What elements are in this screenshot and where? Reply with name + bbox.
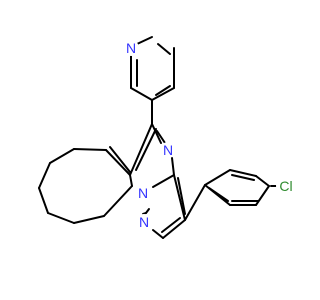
single-bond xyxy=(73,148,107,151)
single-bond xyxy=(136,36,153,45)
atom-bridgehead-n: N xyxy=(135,185,151,201)
molecule-structure: N N N N Cl xyxy=(38,36,296,239)
single-bond xyxy=(151,123,162,144)
bond-layer xyxy=(38,36,279,239)
single-bond xyxy=(130,87,153,101)
single-bond xyxy=(49,148,75,164)
atom-background xyxy=(276,176,296,196)
atom-pyridine-n: N xyxy=(123,40,139,56)
pyridine-nitrogen-label: N xyxy=(126,40,136,56)
double-bond-inner xyxy=(231,174,255,181)
atom-background xyxy=(136,214,152,230)
single-bond xyxy=(47,212,75,224)
pyrazole-nitrogen-label: N xyxy=(139,214,149,230)
single-bond xyxy=(38,162,51,189)
chlorine-label: Cl xyxy=(279,178,292,194)
atom-background xyxy=(135,185,151,201)
single-bond xyxy=(171,157,175,176)
single-bond xyxy=(255,185,270,206)
single-bond xyxy=(184,184,206,221)
single-bond xyxy=(129,174,133,187)
atom-pyrimidine-n: N xyxy=(160,142,176,158)
single-bond xyxy=(129,123,153,176)
pyrimidine-nitrogen-label: N xyxy=(163,142,173,158)
single-bond xyxy=(162,219,186,239)
double-bond-inner xyxy=(161,217,181,233)
double-bond-inner xyxy=(156,130,166,144)
single-bond xyxy=(229,169,257,177)
double-bond-inner xyxy=(135,128,157,171)
atom-background xyxy=(123,40,139,56)
single-bond xyxy=(255,175,270,187)
double-bond-inner xyxy=(177,177,186,215)
single-bond xyxy=(38,187,49,214)
single-bond xyxy=(204,169,231,186)
single-bond xyxy=(173,174,186,221)
single-bond xyxy=(103,185,133,217)
atom-background xyxy=(160,142,176,158)
atom-chloro-cl: Cl xyxy=(276,176,296,196)
single-bond xyxy=(152,229,164,239)
single-bond xyxy=(73,215,105,224)
single-bond xyxy=(105,149,131,176)
single-bond xyxy=(142,212,147,215)
double-bond-inner xyxy=(155,85,171,96)
double-bond-inner xyxy=(208,187,229,202)
atom-label-layer: N N N N Cl xyxy=(123,40,296,230)
single-bond xyxy=(151,87,175,101)
double-bond-inner xyxy=(109,146,131,173)
atom-pyrazole-n: N xyxy=(136,214,152,230)
single-bond xyxy=(152,174,175,188)
double-bond-inner xyxy=(157,43,171,55)
bridgehead-nitrogen-label: N xyxy=(138,185,148,201)
